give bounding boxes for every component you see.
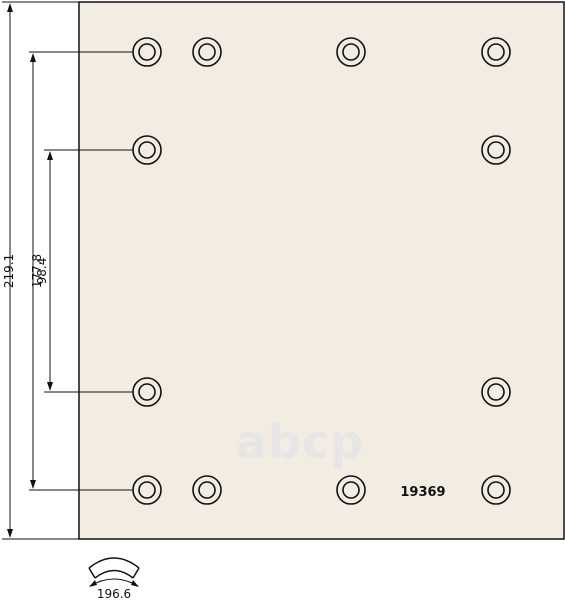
rivet-hole	[481, 37, 511, 67]
rivet-hole	[481, 475, 511, 505]
arrow-right	[131, 580, 139, 587]
lining-profile-icon	[88, 557, 140, 587]
arc-dimension-line	[89, 578, 139, 587]
profile-outer-arc	[88, 557, 140, 569]
rivet-hole	[336, 37, 366, 67]
rivet-hole	[336, 475, 366, 505]
profile-left-edge	[88, 567, 96, 579]
arrow-up	[47, 151, 53, 160]
overall-height-dimension	[2, 1, 79, 540]
rivet-hole	[132, 377, 162, 407]
inner-hole-span-label: 98.4	[35, 258, 49, 285]
arrow-down	[47, 382, 53, 391]
part-number: 19369	[400, 485, 445, 500]
brake-pad-outline	[78, 1, 565, 540]
arc-width-label: 196.6	[97, 587, 131, 600]
rivet-holes	[132, 37, 511, 505]
outer-hole-span-label: 177.8	[30, 254, 44, 288]
rivet-hole	[481, 135, 511, 165]
rivet-hole	[132, 475, 162, 505]
watermark-logo: abcp	[236, 415, 364, 469]
rivet-hole	[192, 475, 222, 505]
profile-inner-arc	[94, 569, 134, 579]
overall-height-label: 219.1	[2, 254, 16, 288]
profile-right-edge	[132, 567, 140, 579]
outer-hole-span-dimension	[29, 51, 133, 491]
rivet-hole	[132, 37, 162, 67]
rivet-hole	[132, 135, 162, 165]
rivet-hole	[192, 37, 222, 67]
rivet-hole	[481, 377, 511, 407]
inner-hole-span-dimension	[44, 149, 133, 393]
arrow-down	[7, 529, 13, 538]
arrow-up	[7, 3, 13, 12]
arrow-down	[30, 480, 36, 489]
arrow-left	[89, 580, 97, 587]
arrow-up	[30, 53, 36, 62]
